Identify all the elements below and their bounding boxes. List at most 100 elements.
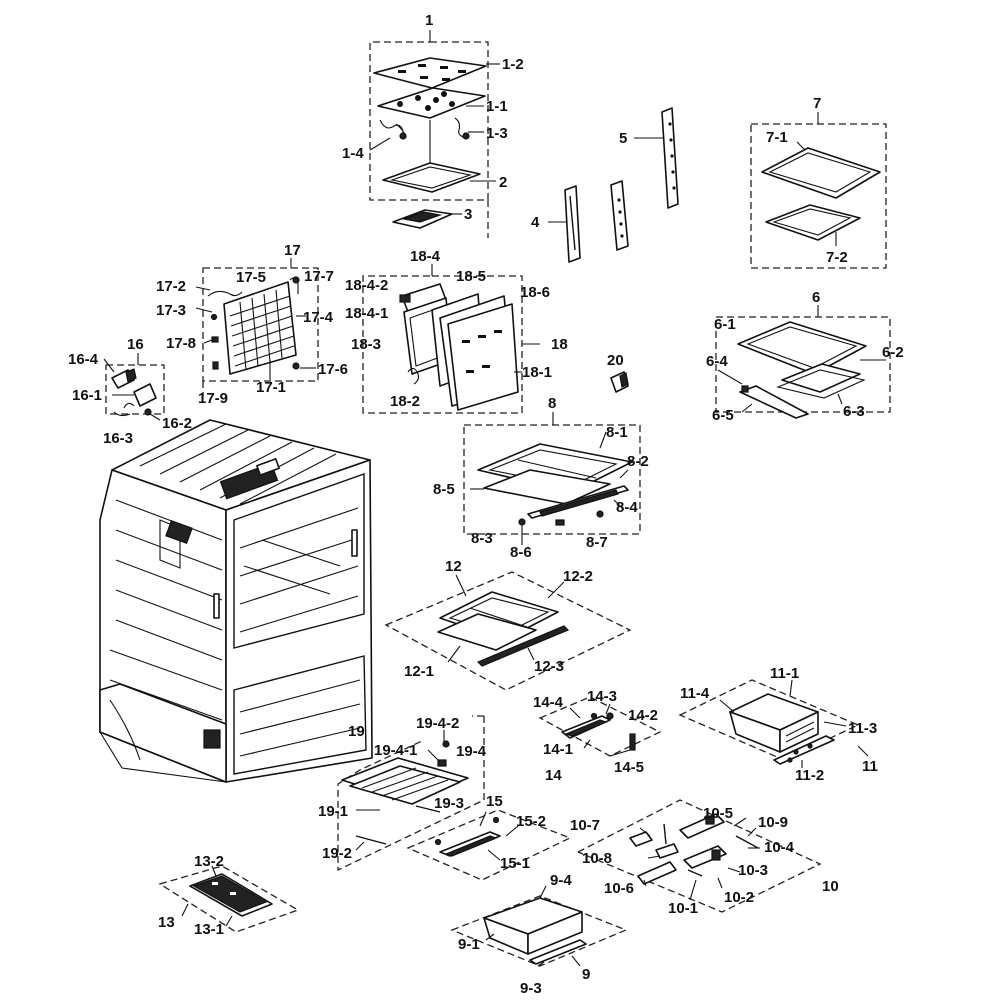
label-11-3: 11-3	[848, 720, 877, 737]
rails-4-5	[548, 107, 679, 263]
group-18-dispenser	[362, 264, 540, 414]
label-10-8: 10-8	[582, 850, 612, 867]
label-13: 13	[158, 914, 175, 931]
label-14-1: 14-1	[543, 741, 573, 758]
label-6-1: 6-1	[714, 316, 736, 333]
label-18-5: 18-5	[456, 268, 486, 285]
group-19-tray	[337, 715, 485, 872]
label-11-1: 11-1	[770, 665, 799, 682]
label-20: 20	[607, 352, 624, 369]
label-12-2: 12-2	[563, 568, 593, 585]
label-8-5: 8-5	[433, 481, 455, 498]
label-14-5: 14-5	[614, 759, 644, 776]
group-1-top-cover	[369, 30, 500, 238]
label-14-2: 14-2	[628, 707, 658, 724]
part-12-1	[437, 613, 537, 651]
label-6-4: 6-4	[706, 353, 728, 370]
label-15: 15	[486, 793, 503, 810]
label-19: 19	[348, 723, 365, 740]
label-16-3: 16-3	[103, 430, 133, 447]
part-7-2-glass	[765, 204, 861, 241]
label-18: 18	[551, 336, 568, 353]
label-16-1: 16-1	[72, 387, 102, 404]
group-14	[538, 696, 662, 757]
label-8-3: 8-3	[471, 530, 493, 547]
label-10-6: 10-6	[604, 880, 634, 897]
label-18-4-2: 18-4-2	[345, 277, 388, 294]
label-19-4-1: 19-4-1	[374, 742, 417, 759]
label-11: 11	[862, 758, 878, 775]
part-1-1-plate	[377, 87, 486, 119]
group-10	[577, 799, 822, 913]
label-16-4: 16-4	[68, 351, 99, 368]
label-9-1: 9-1	[458, 936, 480, 953]
label-6-5: 6-5	[712, 407, 734, 424]
part-20	[610, 371, 629, 393]
label-17-7: 17-7	[304, 268, 334, 285]
label-18-1: 18-1	[522, 364, 552, 381]
label-15-2: 15-2	[516, 813, 546, 830]
label-17-3: 17-3	[156, 302, 186, 319]
label-15-1: 15-1	[500, 855, 530, 872]
label-19-3: 19-3	[434, 795, 464, 812]
label-18-4: 18-4	[410, 248, 441, 265]
part-8-5	[483, 469, 611, 505]
label-2: 2	[499, 174, 507, 191]
label-6: 6	[812, 289, 820, 306]
label-4: 4	[531, 214, 540, 231]
part-4-rail-2	[610, 180, 629, 251]
label-14: 14	[545, 767, 562, 784]
group-11-drawer	[678, 679, 869, 768]
label-18-6: 18-6	[520, 284, 550, 301]
label-11-4: 11-4	[680, 685, 710, 702]
label-9-4: 9-4	[550, 872, 572, 889]
label-10-7: 10-7	[570, 817, 600, 834]
group-16	[103, 353, 165, 421]
label-10: 10	[822, 878, 839, 895]
label-17-6: 17-6	[318, 361, 348, 378]
label-14-3: 14-3	[587, 688, 617, 705]
group-8-shelf	[463, 412, 641, 545]
group-15	[406, 809, 572, 881]
label-1-1: 1-1	[486, 98, 508, 115]
part-16-1	[133, 383, 157, 407]
label-8-2: 8-2	[627, 453, 649, 470]
part-10-6	[637, 861, 677, 885]
label-9: 9	[582, 966, 590, 983]
group-13	[158, 865, 300, 933]
label-6-2: 6-2	[882, 344, 904, 361]
label-12: 12	[445, 558, 462, 575]
part-6-1-frame	[737, 321, 867, 375]
label-19-4-2: 19-4-2	[416, 715, 459, 732]
label-18-3: 18-3	[351, 336, 381, 353]
label-19-2: 19-2	[322, 845, 352, 862]
refrigerator-cabinet	[99, 419, 373, 783]
label-17-2: 17-2	[156, 278, 186, 295]
label-17-8: 17-8	[166, 335, 196, 352]
label-8: 8	[548, 395, 556, 412]
label-7-1: 7-1	[766, 129, 788, 146]
label-10-2: 10-2	[724, 889, 754, 906]
label-17-9: 17-9	[198, 390, 228, 407]
label-6-3: 6-3	[843, 403, 865, 420]
part-18-1-front	[447, 303, 519, 411]
part-12-3-rail	[476, 625, 570, 667]
part-5-rail	[661, 107, 679, 209]
part-labels: 1 1-2 1-1 1-3 1-4 2 3 4 5 7 7-1 7-2 17 1…	[68, 12, 904, 997]
part-6-5-rail	[739, 385, 809, 419]
label-8-6: 8-6	[510, 544, 532, 561]
label-8-7: 8-7	[586, 534, 608, 551]
label-13-1: 13-1	[194, 921, 224, 938]
group-6-shelf	[715, 305, 891, 419]
label-16-2: 16-2	[162, 415, 192, 432]
group-17-evaporator	[195, 258, 319, 395]
group-9-drawer	[450, 885, 628, 967]
label-12-3: 12-3	[534, 658, 564, 675]
part-7-1-shelf	[761, 147, 881, 199]
label-17-5: 17-5	[236, 269, 266, 286]
part-6-2-glass	[781, 363, 861, 393]
label-18-4-1: 18-4-1	[345, 305, 388, 322]
label-17: 17	[284, 242, 301, 259]
label-17-1: 17-1	[256, 379, 286, 396]
